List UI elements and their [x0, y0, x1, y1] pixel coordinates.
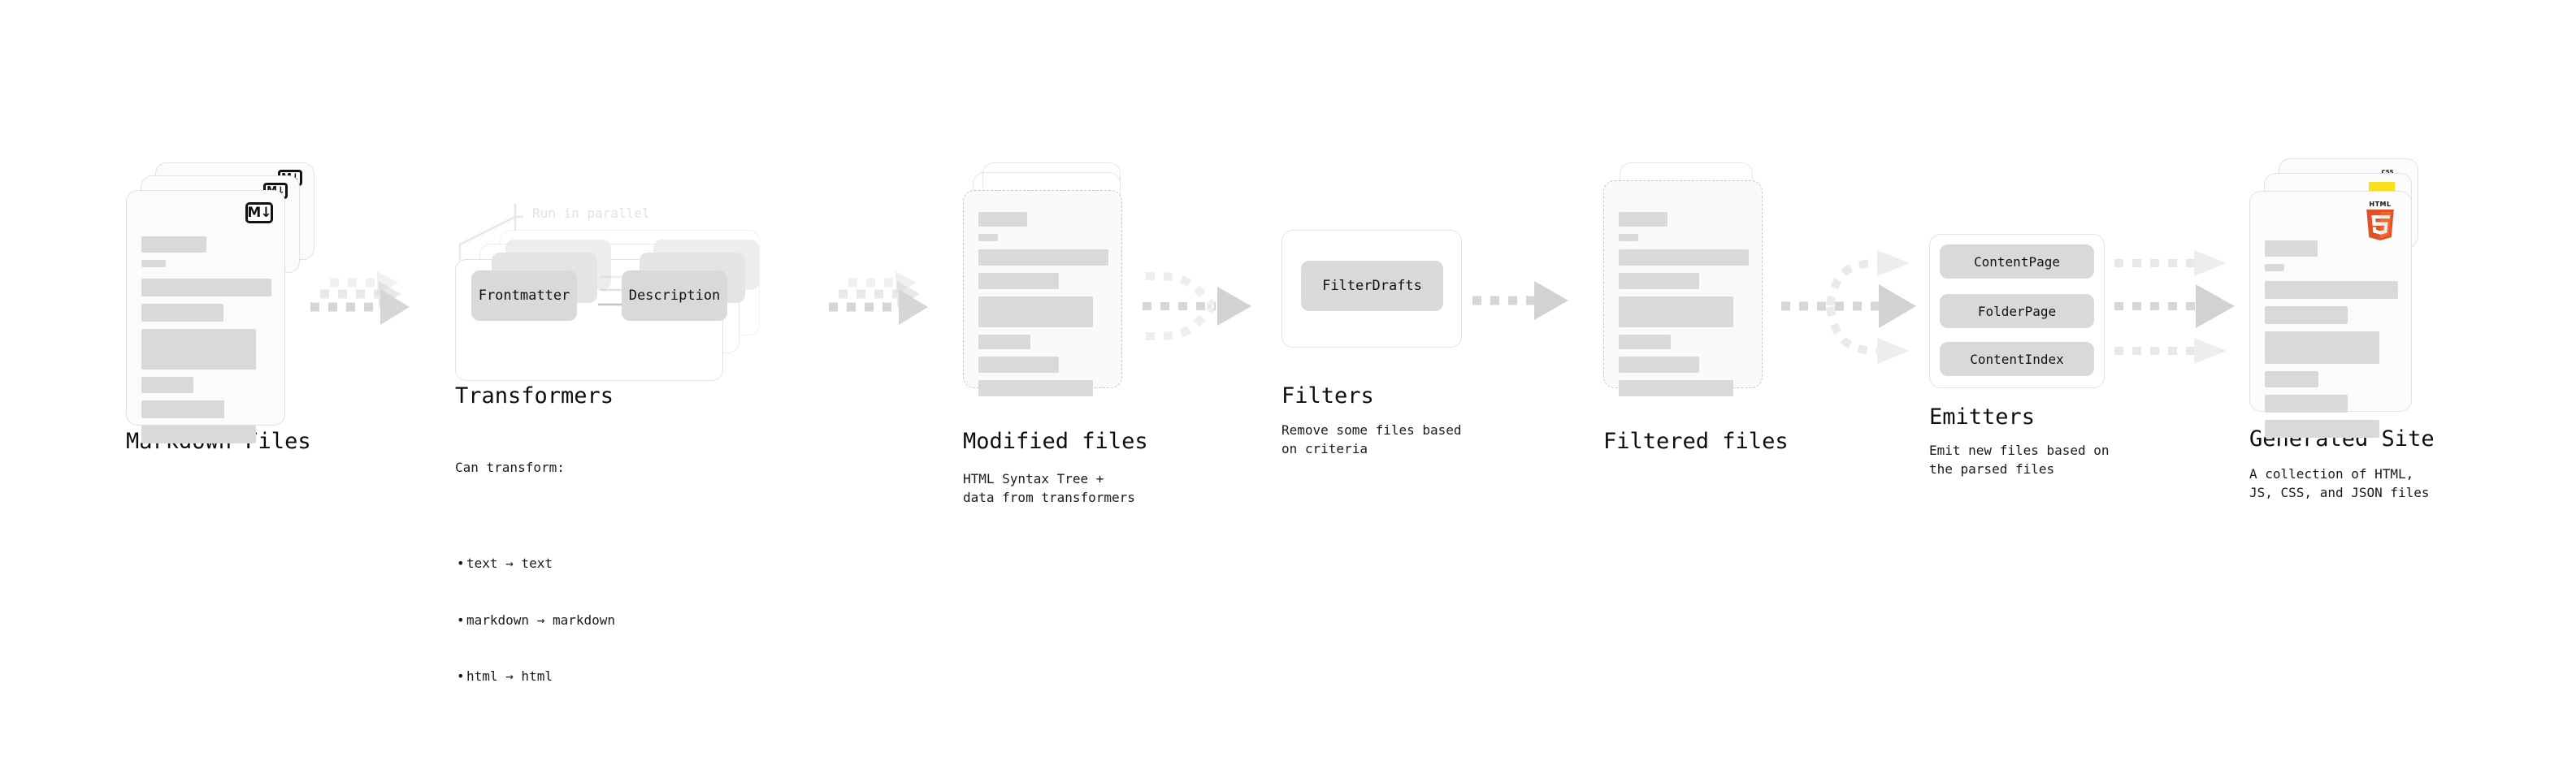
- markdown-file-stack: M↓ M↓ M↓: [126, 162, 314, 443]
- transformers-lead: Can transform:: [455, 460, 565, 476]
- line-placeholder: [141, 279, 271, 296]
- transformer-chip-description[interactable]: Description: [622, 270, 727, 321]
- transformers-bullet: html → html: [455, 667, 615, 685]
- line-placeholder: [1619, 296, 1733, 327]
- line-placeholder: [978, 335, 1030, 349]
- line-placeholder: [141, 426, 256, 443]
- run-in-parallel-bracket: [458, 204, 523, 260]
- line-placeholder: [1619, 249, 1749, 266]
- line-placeholder: [2265, 240, 2318, 257]
- file-content-placeholder: [141, 236, 271, 451]
- connector-emitters-to-site: [2114, 250, 2235, 364]
- line-placeholder: [141, 260, 166, 267]
- emitter-chip-folderpage[interactable]: FolderPage: [1940, 294, 2094, 328]
- filter-chip-filterdrafts[interactable]: FilterDrafts: [1301, 261, 1443, 311]
- connector-filtered-to-emitters: [1781, 250, 1916, 364]
- stage-title-modified-files: Modified files: [963, 429, 1148, 454]
- line-placeholder: [978, 249, 1108, 266]
- diagram-canvas: M↓ M↓ M↓ Markdown Files: [0, 0, 2576, 681]
- file-card-front: [1603, 180, 1763, 396]
- line-placeholder: [978, 357, 1060, 373]
- line-placeholder: [1619, 357, 1700, 373]
- file-card-front: M↓: [126, 190, 285, 443]
- line-placeholder: [141, 377, 193, 393]
- markdown-logo-icon: M↓: [245, 202, 273, 223]
- stage-subtitle-emitters: Emit new files based on the parsed files: [1929, 443, 2110, 478]
- file-card-front: [963, 190, 1122, 396]
- run-in-parallel-label: Run in parallel: [532, 205, 650, 221]
- line-placeholder: [1619, 234, 1638, 241]
- line-placeholder: [1619, 212, 1667, 227]
- transformer-chip-frontmatter[interactable]: Frontmatter: [471, 270, 577, 321]
- stage-filtered-files: [1603, 162, 1774, 430]
- emitter-chip-contentpage[interactable]: ContentPage: [1940, 244, 2094, 279]
- stage-title-emitters: Emitters: [1929, 404, 2036, 430]
- line-placeholder: [2265, 420, 2380, 438]
- file-card-front: HTML: [2249, 191, 2412, 438]
- line-placeholder: [2265, 281, 2398, 299]
- stage-subtitle-modified-files: HTML Syntax Tree + data from transformer…: [963, 471, 1135, 506]
- stage-title-filtered-files: Filtered files: [1603, 429, 1789, 454]
- line-placeholder: [141, 400, 225, 418]
- line-placeholder: [978, 234, 998, 241]
- line-placeholder: [2265, 331, 2380, 364]
- stage-subtitle-transformers: Can transform: text → text markdown → ma…: [455, 421, 615, 761]
- stage-markdown-files: M↓ M↓ M↓: [126, 162, 314, 443]
- line-placeholder: [978, 273, 1060, 289]
- line-placeholder: [141, 329, 256, 370]
- html5-logo-icon: HTML: [2362, 201, 2398, 243]
- connector-filters-to-filtered: [1472, 281, 1568, 320]
- line-placeholder: [978, 212, 1027, 227]
- line-placeholder: [978, 296, 1093, 327]
- emitter-chip-contentindex[interactable]: ContentIndex: [1940, 342, 2094, 376]
- stage-title-filters: Filters: [1281, 383, 1374, 409]
- stage-generated-site: CSS HTML: [2249, 158, 2424, 438]
- connector-modified-to-filters: [1143, 272, 1251, 340]
- modified-file-stack: [963, 162, 1134, 430]
- line-placeholder: [141, 304, 223, 322]
- transformers-bullet: text → text: [455, 554, 615, 573]
- line-placeholder: [2265, 371, 2318, 387]
- stage-title-transformers: Transformers: [455, 383, 614, 409]
- filtered-file-stack: [1603, 162, 1774, 430]
- line-placeholder: [1619, 380, 1733, 396]
- line-placeholder: [1619, 273, 1700, 289]
- line-placeholder: [141, 236, 206, 253]
- line-placeholder: [2265, 306, 2348, 324]
- generated-file-stack: CSS HTML: [2249, 158, 2424, 438]
- line-placeholder: [2265, 395, 2348, 413]
- line-placeholder: [2265, 264, 2284, 271]
- stage-subtitle-filters: Remove some files based on criteria: [1281, 422, 1462, 457]
- stage-modified-files: [963, 162, 1134, 430]
- stage-subtitle-generated-site: A collection of HTML, JS, CSS, and JSON …: [2249, 466, 2430, 501]
- line-placeholder: [978, 380, 1093, 396]
- connector-md-to-transformers: [310, 271, 410, 325]
- transformers-bullet: markdown → markdown: [455, 611, 615, 629]
- connector-transformers-to-modified: [829, 271, 928, 325]
- line-placeholder: [1619, 335, 1671, 349]
